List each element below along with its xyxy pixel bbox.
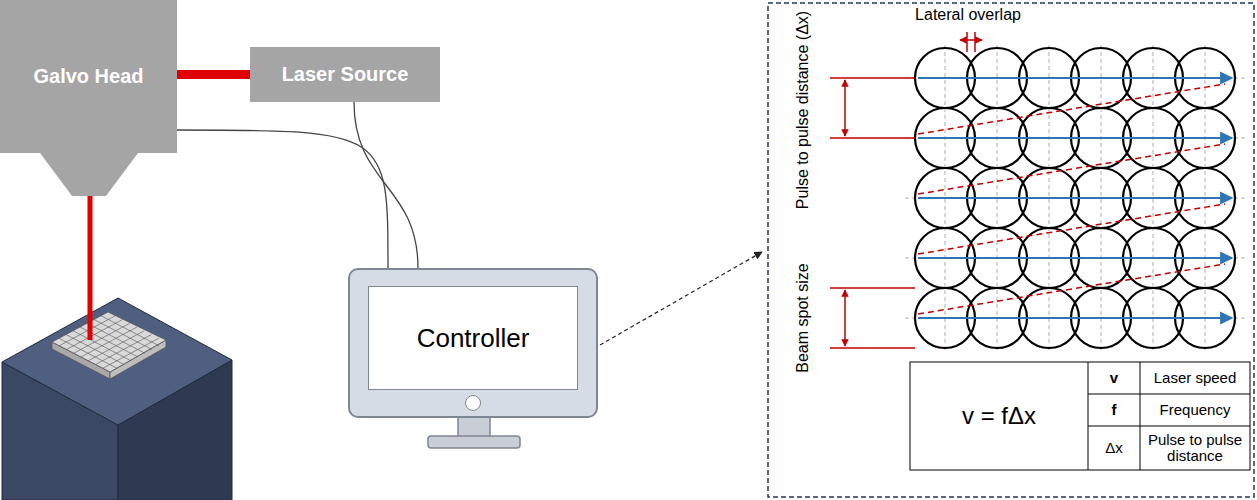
node-label: Galvo Head xyxy=(33,65,143,88)
dimension-label: Beam spot size xyxy=(791,243,815,393)
dimension-label: Pulse to pulse distance (Δx) xyxy=(791,0,815,225)
jump-path xyxy=(918,144,1225,194)
galvo-nozzle xyxy=(40,153,138,196)
guide-line xyxy=(905,198,1245,199)
scan-path xyxy=(918,257,1232,259)
overlap-marker xyxy=(960,32,982,52)
annotation-label: Lateral overlap xyxy=(883,4,1053,26)
jump-path xyxy=(918,204,1225,254)
monitor-base xyxy=(428,436,520,448)
table-cell: Pulse to pulse distance xyxy=(1142,428,1248,468)
table-cell: Frequency xyxy=(1142,396,1248,424)
formula-table xyxy=(910,362,1250,470)
guide-line xyxy=(905,318,1245,319)
galvo-head-box: Galvo Head xyxy=(0,0,177,153)
controller-monitor: Controller xyxy=(348,268,598,418)
table-cell: f xyxy=(1090,396,1138,424)
signal-cable xyxy=(177,130,388,268)
laser-beam xyxy=(177,70,250,79)
monitor-neck xyxy=(458,417,490,437)
workpiece-plate xyxy=(52,312,166,379)
work-stage xyxy=(2,298,232,500)
table-cell: v xyxy=(1090,364,1138,392)
detail-panel xyxy=(768,3,1254,497)
grid-line xyxy=(101,316,159,346)
scan-path xyxy=(918,197,1232,199)
laser-source-box: Laser Source xyxy=(250,47,440,102)
jump-path xyxy=(918,264,1225,314)
grid-line xyxy=(87,323,145,353)
grid-line xyxy=(96,335,152,365)
node-label: Laser Source xyxy=(282,63,409,86)
power-button xyxy=(465,395,481,411)
jump-path xyxy=(918,84,1225,134)
guide-line xyxy=(905,258,1245,259)
table-cell: Laser speed xyxy=(1142,364,1248,392)
zoom-arrow xyxy=(600,252,762,345)
pulse-distance-bracket xyxy=(830,78,915,138)
laser-beam xyxy=(88,196,93,340)
node-label: Controller xyxy=(417,323,530,354)
signal-cable xyxy=(354,102,418,268)
guide-line xyxy=(905,138,1245,139)
grid-line xyxy=(88,331,144,361)
monitor-screen: Controller xyxy=(368,286,578,390)
grid-line xyxy=(94,320,152,350)
scan-path xyxy=(918,137,1232,139)
grid-line xyxy=(103,338,159,368)
guide-line xyxy=(905,78,1245,79)
pulse-grid xyxy=(905,45,1245,352)
table-cell: Δx xyxy=(1090,428,1138,468)
table-cell: v = fΔx xyxy=(914,396,1084,436)
scan-path xyxy=(918,77,1232,79)
spot-size-bracket xyxy=(830,288,915,348)
scan-path xyxy=(918,317,1232,319)
